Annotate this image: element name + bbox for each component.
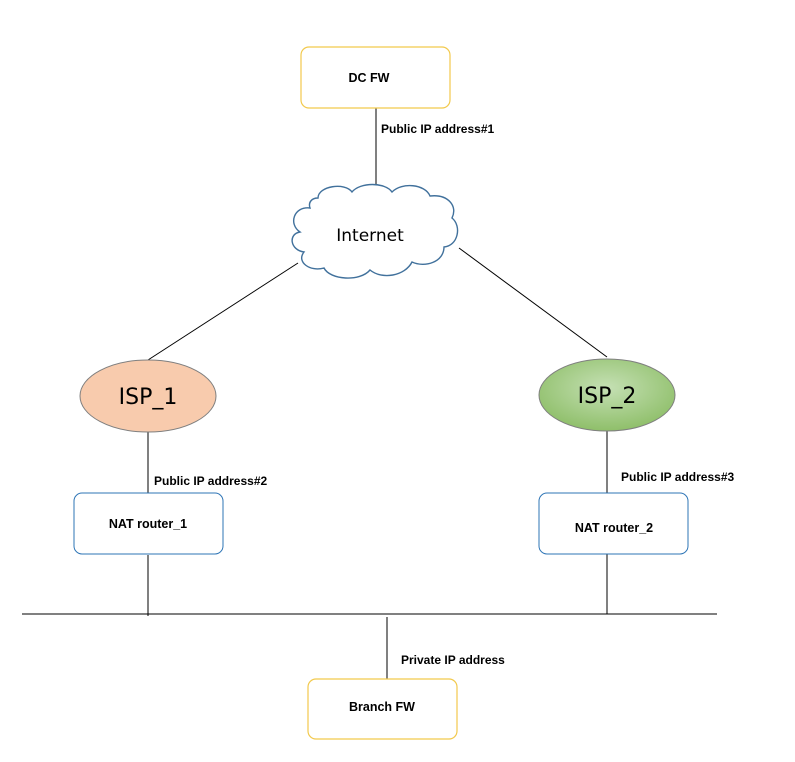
- dc-fw-label: DC FW: [349, 71, 390, 85]
- nat-router-1-node: NAT router_1: [73, 492, 224, 555]
- link-internet-isp1: [147, 262, 299, 361]
- edge-label-private-ip: Private IP address: [401, 653, 505, 667]
- edge-label-public-ip-2: Public IP address#2: [154, 474, 267, 488]
- dc-fw-node: DC FW: [300, 46, 451, 109]
- internet-label: Internet: [336, 226, 404, 246]
- internet-cloud-node: Internet: [291, 183, 459, 279]
- cloud-icon: [291, 183, 459, 279]
- edge-label-public-ip-3: Public IP address#3: [621, 470, 734, 484]
- edge-label-public-ip-1: Public IP address#1: [381, 122, 494, 136]
- isp-2-label: ISP_2: [578, 384, 637, 409]
- isp-2-node: ISP_2: [538, 358, 676, 432]
- isp-1-node: ISP_1: [79, 359, 217, 433]
- link-internet-isp2: [458, 247, 608, 358]
- nat-router-2-node: NAT router_2: [538, 492, 689, 555]
- nat-router-2-label: NAT router_2: [575, 521, 653, 535]
- isp-1-label: ISP_1: [119, 385, 178, 410]
- nat-router-1-label: NAT router_1: [109, 517, 187, 531]
- branch-fw-label: Branch FW: [349, 700, 415, 714]
- branch-fw-node: Branch FW: [307, 678, 458, 740]
